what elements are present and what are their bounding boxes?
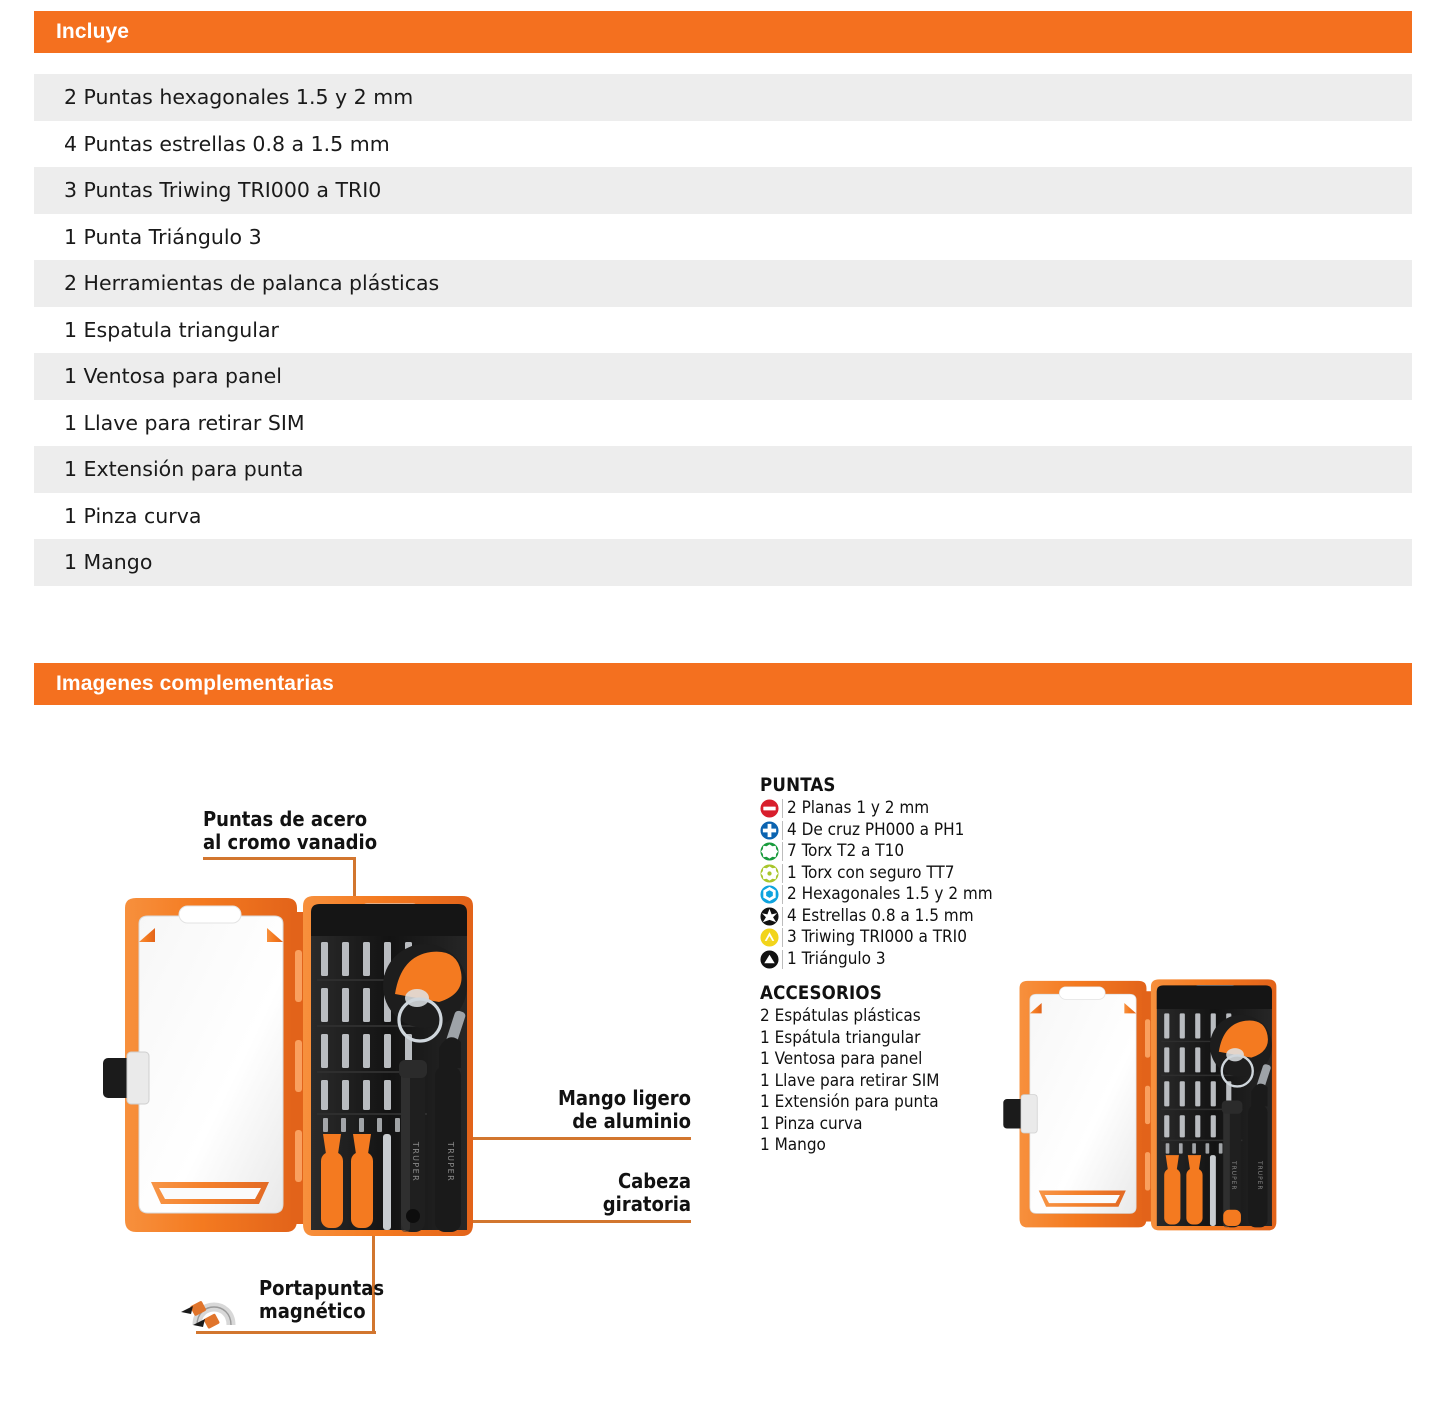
includes-list-item: 2 Herramientas de palanca plásticas: [34, 260, 1412, 307]
complementary-images-area: Puntas de acero al cromo vanadio Mango l…: [0, 720, 1445, 1405]
torx-bit-icon: [760, 842, 779, 861]
callout-portapuntas-label: Portapuntas magnético: [259, 1276, 385, 1323]
includes-list-item: 1 Punta Triángulo 3: [34, 213, 1412, 260]
bit-list-divider: [782, 799, 783, 819]
includes-list-item: 1 Ventosa para panel: [34, 353, 1412, 400]
bit-list-divider: [782, 928, 783, 948]
section-title-imagenes: Imagenes complementarias: [56, 672, 334, 695]
bit-list-label: 3 Triwing TRI000 a TRI0: [787, 927, 967, 948]
bit-list-divider: [782, 885, 783, 905]
callout-portapuntas-underline: [196, 1331, 199, 1334]
callout-cabeza-giratoria-label: Cabeza giratoria: [602, 1169, 691, 1216]
bit-list-item: 2 Hexagonales 1.5 y 2 mm: [760, 884, 1030, 906]
svg-text:TRUPER: TRUPER: [1256, 1160, 1262, 1191]
bit-list-item: 2 Planas 1 y 2 mm: [760, 798, 1030, 820]
bit-list-item: 3 Triwing TRI000 a TRI0: [760, 927, 1030, 949]
pentalobe-bit-icon: [760, 907, 779, 926]
bit-list-label: 4 Estrellas 0.8 a 1.5 mm: [787, 905, 974, 926]
triangle-bit-icon: [760, 950, 779, 969]
bit-list-divider: [782, 949, 783, 969]
callout-puntas-acero-leader: [353, 857, 356, 929]
bit-list-label: 2 Hexagonales 1.5 y 2 mm: [787, 884, 993, 905]
bit-list-divider: [782, 906, 783, 926]
magnet-icon: [181, 1301, 236, 1329]
callout-portapuntas-leader-vert: [372, 1164, 375, 1334]
accessories-list-item: 1 Espátula triangular: [760, 1027, 921, 1048]
accessories-list-item: 2 Espátulas plásticas: [760, 1006, 921, 1026]
bit-list-divider: [782, 842, 783, 862]
specs-puntas-title: PUNTAS: [760, 775, 836, 796]
bit-list-label: 2 Planas 1 y 2 mm: [787, 798, 930, 819]
includes-list-item: 3 Puntas Triwing TRI000 a TRI0: [34, 167, 1412, 214]
torx-security-bit-icon: [760, 864, 779, 883]
product-image-toolcase-small-wrap: TRUPER TRUPER: [995, 975, 1295, 1285]
bit-list-label: 1 Torx con seguro TT7: [787, 862, 955, 883]
includes-list-item: 1 Mango: [34, 539, 1412, 586]
accessories-list-item: 1 Extensión para punta: [760, 1092, 939, 1112]
bit-list-label: 7 Torx T2 a T10: [787, 841, 905, 862]
bit-list-item: 4 Estrellas 0.8 a 1.5 mm: [760, 906, 1030, 928]
bit-list-item: 1 Triángulo 3: [760, 949, 1030, 971]
svg-text:TRUPER: TRUPER: [1230, 1160, 1236, 1191]
accessories-list-item: 1 Ventosa para panel: [760, 1049, 923, 1069]
bit-list-label: 1 Triángulo 3: [787, 948, 886, 969]
section-header-incluye: Incluye: [34, 11, 1412, 53]
includes-list-item: 1 Pinza curva: [34, 492, 1412, 539]
callout-puntas-acero-underline: [203, 857, 356, 860]
triwing-bit-icon: [760, 928, 779, 947]
bit-list-item: 1 Torx con seguro TT7: [760, 863, 1030, 885]
accessories-list-item: 1 Pinza curva: [760, 1113, 863, 1134]
includes-list-item: 1 Extensión para punta: [34, 446, 1412, 493]
section-title-incluye: Incluye: [56, 20, 130, 43]
accessories-list-item: 1 Mango: [760, 1135, 826, 1155]
bit-list-divider: [782, 863, 783, 883]
accessories-list-item: 1 Llave para retirar SIM: [760, 1070, 940, 1091]
svg-text:TRUPER: TRUPER: [411, 1141, 420, 1182]
slotted-bit-icon: [760, 799, 779, 818]
callout-portapuntas-leader-horz: [196, 1331, 376, 1334]
callout-puntas-acero-label: Puntas de acero al cromo vanadio: [203, 807, 378, 854]
bit-list-item: 7 Torx T2 a T10: [760, 841, 1030, 863]
callout-mango-aluminio-label: Mango ligero de aluminio: [557, 1086, 691, 1133]
section-header-imagenes: Imagenes complementarias: [34, 663, 1412, 705]
includes-list-item: 1 Llave para retirar SIM: [34, 399, 1412, 446]
hex-bit-icon: [760, 885, 779, 904]
includes-list-item: 2 Puntas hexagonales 1.5 y 2 mm: [34, 74, 1412, 121]
includes-list-item: 1 Espatula triangular: [34, 306, 1412, 353]
svg-text:TRUPER: TRUPER: [446, 1141, 455, 1182]
callout-cabeza-giratoria-underline: [515, 1220, 691, 1223]
product-image-toolcase-large: TRUPER TRUPER: [103, 896, 473, 1236]
callout-mango-aluminio-underline: [491, 1137, 691, 1140]
annotated-product-figure: Puntas de acero al cromo vanadio Mango l…: [95, 760, 715, 1380]
includes-list-item: 4 Puntas estrellas 0.8 a 1.5 mm: [34, 120, 1412, 167]
bit-list-divider: [782, 820, 783, 840]
bit-list-label: 4 De cruz PH000 a PH1: [787, 819, 965, 840]
phillips-bit-icon: [760, 821, 779, 840]
product-image-toolcase-small: TRUPER TRUPER: [1003, 979, 1277, 1231]
specs-accesorios-title: ACCESORIOS: [760, 983, 882, 1004]
bit-list-item: 4 De cruz PH000 a PH1: [760, 820, 1030, 842]
